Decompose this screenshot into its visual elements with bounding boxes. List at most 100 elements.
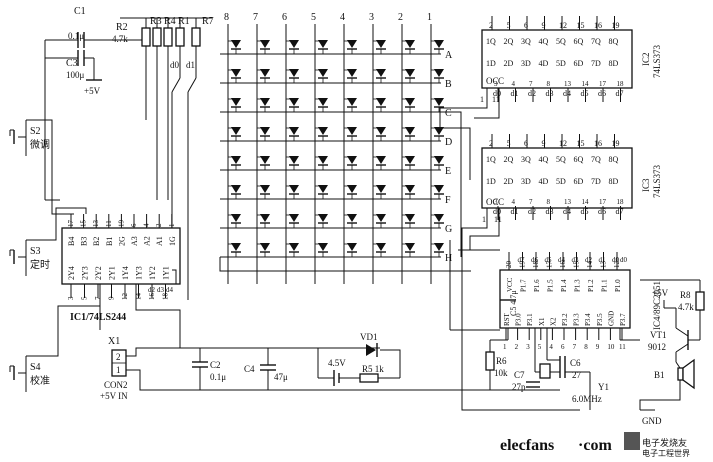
ic2-d-pin: 6D — [574, 59, 584, 68]
ic4-top-pin: 15 — [573, 261, 581, 269]
ic1-bottom-pin: 18 — [162, 293, 170, 301]
matrix-led — [431, 214, 444, 228]
ic1-label: IC1/74LS244 — [70, 312, 126, 323]
matrix-row-label: D — [445, 137, 452, 148]
ic2-d-pin: 3D — [521, 59, 531, 68]
ic3-bottom-pin: 8 — [547, 198, 551, 206]
ic4-top-pin: 20 — [505, 261, 513, 269]
c4-capacitor: C4 47μ — [244, 348, 288, 390]
ic4-bus-label: d6 — [531, 256, 539, 264]
matrix-led — [286, 243, 299, 257]
ic4-top-pin: 12 — [613, 261, 621, 269]
ic1-top-pin: 2 — [155, 223, 163, 227]
ic3-bottom-pin: 4 — [512, 198, 516, 206]
ic4-top-name: P1.5 — [547, 279, 555, 292]
ic3-bus-label: d1 — [511, 207, 519, 216]
ic1-top-name: 1G — [168, 236, 177, 246]
matrix-col-label: 8 — [224, 12, 229, 23]
ic3-q-pin: 7Q — [591, 155, 601, 164]
ic2-bottom-pin: 17 — [599, 80, 607, 88]
ic1-top-name: A1 — [155, 236, 164, 246]
ic2-q-pin: 1Q — [486, 37, 496, 46]
ic2-q-pin: 2Q — [504, 37, 514, 46]
battery-label: 4.5V — [328, 358, 346, 368]
crystal-circuit: C7 27p C6 27 Y1 6.0MHz — [512, 328, 609, 410]
ic3-top-pin: 16 — [594, 139, 602, 148]
matrix-led — [373, 185, 386, 199]
vd1-label: VD1 — [360, 332, 378, 342]
matrix-row-label: F — [445, 195, 451, 206]
ic4-top-name: VCC — [506, 277, 514, 292]
matrix-led — [344, 156, 357, 170]
ic1-bottom-pin: 12 — [121, 293, 129, 301]
ic4-bus-label: d0 — [612, 256, 620, 264]
latch-control-wires — [439, 88, 580, 411]
ic1-top-name: A3 — [130, 236, 139, 246]
matrix-led — [315, 243, 328, 257]
ic2-top-pin: 16 — [594, 21, 602, 30]
c7-value: 27p — [512, 382, 526, 392]
switch-name: S4 — [30, 362, 41, 373]
ic2-d-pin: 8D — [609, 59, 619, 68]
ic2-bottom-pin: 13 — [564, 80, 572, 88]
ic1-top-pin: 11 — [105, 220, 113, 227]
ic2-bus-label: d4 — [563, 89, 571, 98]
ic4-top-pin: 19 — [519, 261, 527, 269]
c6-name: C6 — [570, 358, 581, 368]
matrix-led — [344, 98, 357, 112]
matrix-led — [431, 243, 444, 257]
ic3-bottom-pin: 14 — [582, 198, 590, 206]
d0-label: d0 — [170, 60, 180, 70]
matrix-led — [257, 185, 270, 199]
ic4-bottom-pin: 2 — [515, 343, 519, 351]
ic2-bus-label: d2 — [528, 89, 536, 98]
con2-desc: +5V IN — [100, 391, 128, 401]
ic1-bottom-name: 1Y1 — [162, 266, 171, 280]
ic2-d-pin: 2D — [504, 59, 514, 68]
ic2-label: IC2 — [641, 53, 651, 67]
ic3-top-pin: 5 — [507, 139, 511, 148]
matrix-led — [257, 214, 270, 228]
ic4-bottom-name: P3.7 — [619, 313, 627, 326]
ic3-d-pin: 6D — [574, 177, 584, 186]
matrix-led — [402, 69, 415, 83]
ic3-oc: OC — [486, 197, 499, 207]
switch-name: S2 — [30, 126, 41, 137]
ic4-top-pin: 14 — [586, 261, 594, 269]
r8-name: R8 — [680, 290, 691, 300]
matrix-led — [228, 214, 241, 228]
vcc-label-top: +5V — [84, 86, 101, 96]
ic4-bottom-pin: 11 — [619, 343, 626, 351]
matrix-led — [257, 156, 270, 170]
ic1-top-name: B3 — [80, 237, 89, 246]
ic2-bus-label: d6 — [598, 89, 606, 98]
x1-connector: 2 1 X1 CON2 +5V IN — [100, 336, 560, 401]
gnd-label: GND — [642, 416, 662, 426]
ic2-bottom-pin: 3 — [494, 80, 498, 88]
ic3-bus-label: d6 — [598, 207, 606, 216]
ic1-buffer: 17B415B313B211B1192G6A34A22A111G2Y432Y35… — [61, 214, 181, 323]
ic1-top-name: B1 — [105, 237, 114, 246]
ic2-bottom-pin: 8 — [547, 80, 551, 88]
c4-name: C4 — [244, 364, 255, 374]
ic3-d-pin: 2D — [504, 177, 514, 186]
ic1-bus-label: d3 — [157, 286, 165, 294]
xtal-freq: 6.0MHz — [572, 394, 602, 404]
ic4-bottom-pin: 5 — [538, 343, 542, 351]
matrix-led — [315, 185, 328, 199]
ic1-bottom-pin: 3 — [67, 296, 75, 300]
matrix-led — [286, 40, 299, 54]
ic2-top-pin: 5 — [507, 21, 511, 30]
ic3-q-pin: 5Q — [556, 155, 566, 164]
ic1-top-name: B4 — [67, 237, 76, 246]
ic1-bottom-pin: 9 — [108, 296, 116, 300]
matrix-led — [286, 185, 299, 199]
ic1-bottom-name: 1Y4 — [121, 266, 130, 280]
matrix-led — [257, 69, 270, 83]
matrix-row-bus — [441, 111, 462, 257]
matrix-led — [344, 69, 357, 83]
matrix-led — [431, 156, 444, 170]
